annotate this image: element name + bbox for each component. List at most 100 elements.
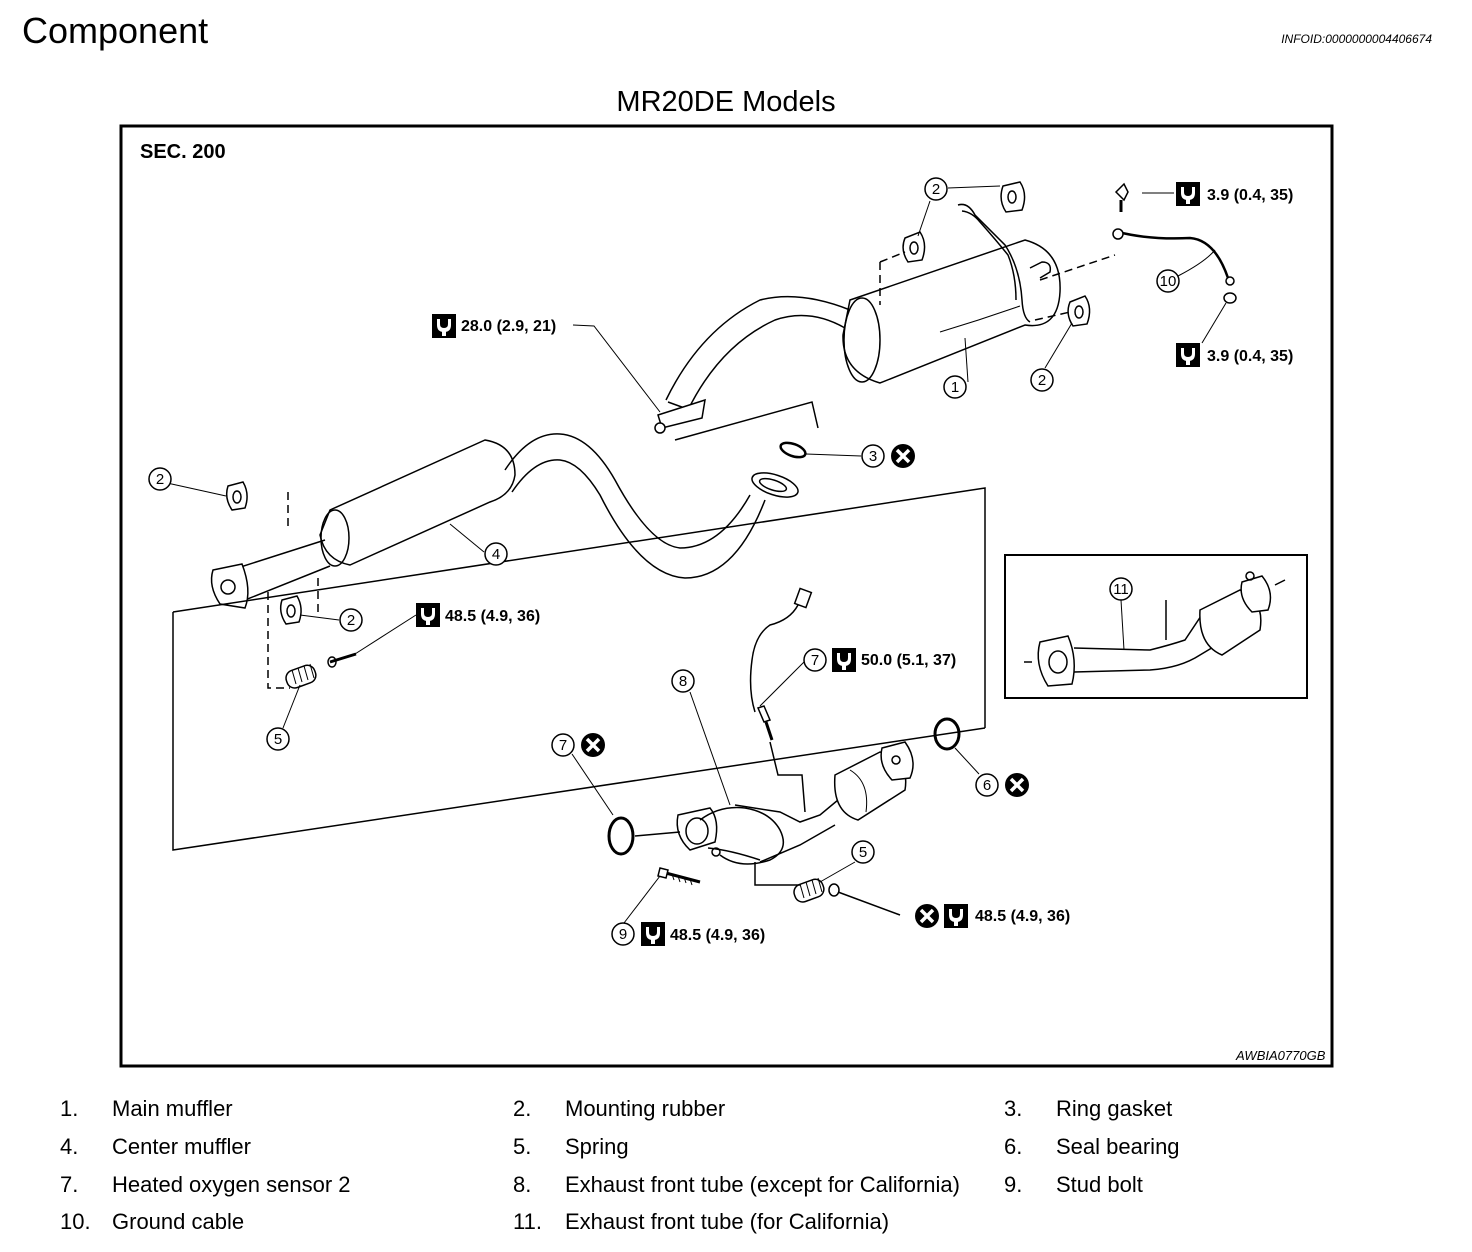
callout-5-right-num: 5 (859, 844, 867, 861)
callout-2-right-num: 2 (1038, 372, 1046, 389)
legend-num: 3. (1004, 1096, 1023, 1121)
do-not-reuse-icon (1003, 771, 1031, 799)
mounting-rubber-left-top (225, 481, 248, 511)
callout-1-num: 1 (951, 379, 959, 396)
callout-4 (484, 542, 508, 566)
legend-label: Stud bolt (1056, 1172, 1143, 1197)
do-not-reuse-icon (579, 731, 607, 759)
torque-label: 48.5 (4.9, 36) (975, 908, 1070, 925)
ground-cable (1112, 182, 1237, 304)
callout-9 (611, 922, 635, 946)
callout-6-num: 6 (983, 777, 991, 794)
main-muffler (842, 239, 1061, 384)
legend-label: Main muffler (112, 1096, 233, 1121)
legend-num: 1. (60, 1096, 79, 1121)
hanger-rod (957, 203, 1031, 323)
legend-label: Ring gasket (1056, 1096, 1173, 1121)
callout-10-num: 10 (1160, 273, 1177, 290)
section-label: SEC. 200 (140, 141, 226, 163)
torque-wrench-icon (432, 314, 456, 338)
callout-2-bottom (339, 608, 363, 632)
callout-7-upper (803, 648, 827, 672)
legend-num: 11. (513, 1209, 542, 1234)
callout-8 (671, 669, 695, 693)
callout-7-lower (551, 733, 575, 757)
torque-label: 48.5 (4.9, 36) (670, 927, 765, 944)
do-not-reuse-icon (889, 442, 917, 470)
diagram-frame (119, 124, 1334, 1068)
mounting-rubber-top (1000, 181, 1026, 213)
legend-label: Seal bearing (1056, 1134, 1180, 1159)
torque-label: 48.5 (4.9, 36) (445, 608, 540, 625)
main-muffler-pipe (654, 295, 851, 434)
center-muffler (210, 433, 799, 609)
callout-6 (975, 773, 999, 797)
legend-num: 6. (1004, 1134, 1023, 1159)
exhaust-front-tube (676, 741, 914, 886)
mounting-rubber-right (1067, 295, 1091, 327)
do-not-reuse-icons (579, 442, 1031, 930)
callout-3-num: 3 (869, 448, 877, 465)
legend-label: Exhaust front tube (except for Californi… (565, 1172, 960, 1197)
stud-bolt (657, 867, 701, 886)
legend-label: Heated oxygen sensor 2 (112, 1172, 351, 1197)
page-title: Component (22, 10, 209, 51)
callout-11-num: 11 (1113, 581, 1129, 598)
spring-left (285, 652, 357, 689)
legend-num: 4. (60, 1134, 79, 1159)
california-inset (1004, 554, 1308, 699)
figure-code: AWBIA0770GB (1235, 1048, 1326, 1063)
torque-label: 3.9 (0.4, 35) (1207, 348, 1293, 365)
torque-wrench-icon (641, 922, 665, 946)
heated-oxygen-sensor (749, 587, 813, 813)
torque-wrench-icon (1176, 182, 1200, 206)
callout-3 (861, 444, 885, 468)
mounting-rubber-left-bottom (279, 595, 302, 625)
info-id: INFOID:0000000004406674 (1281, 32, 1432, 46)
legend-num: 7. (60, 1172, 79, 1197)
exhaust-system-diagram: SEC. 200 AWBIA0770GB (119, 124, 1334, 1068)
callout-2-bottom-num: 2 (347, 612, 355, 629)
callout-9-num: 9 (619, 926, 627, 943)
callout-5-right (851, 840, 875, 864)
mounting-rubber-mid (902, 231, 926, 263)
spring-right (793, 877, 840, 903)
legend-num: 8. (513, 1172, 532, 1197)
callout-5-left-num: 5 (274, 731, 282, 748)
diagram-title: MR20DE Models (616, 86, 836, 118)
callout-11 (1109, 577, 1133, 601)
legend-num: 9. (1004, 1172, 1023, 1197)
torque-wrench-icon (944, 904, 968, 928)
torque-wrench-icon (416, 603, 440, 627)
legend-label: Exhaust front tube (for California) (565, 1209, 890, 1234)
legend-label: Spring (565, 1134, 629, 1159)
callout-2-top (924, 177, 948, 201)
oxygen-sensor-gasket (607, 816, 635, 856)
callout-8-num: 8 (679, 673, 687, 690)
do-not-reuse-icon (913, 902, 941, 930)
callout-2-left (148, 467, 172, 491)
callout-5-left (266, 727, 290, 751)
callout-2-right (1030, 368, 1054, 392)
legend-num: 10. (60, 1209, 91, 1234)
torque-label: 3.9 (0.4, 35) (1207, 187, 1293, 204)
legend-label: Ground cable (112, 1209, 245, 1234)
torque-label: 28.0 (2.9, 21) (461, 318, 556, 335)
callouts (148, 177, 1180, 946)
callout-2-top-num: 2 (932, 181, 940, 198)
torque-wrench-icon (832, 648, 856, 672)
legend-num: 2. (513, 1096, 532, 1121)
legend-label: Center muffler (112, 1134, 251, 1159)
legend-label: Mounting rubber (565, 1096, 726, 1121)
callout-2-left-num: 2 (156, 471, 164, 488)
torque-wrench-icon (1176, 343, 1200, 367)
callout-7-lower-num: 7 (559, 737, 567, 754)
callout-10 (1156, 269, 1180, 293)
callout-1 (943, 375, 967, 399)
torque-label: 50.0 (5.1, 37) (861, 652, 956, 669)
callout-4-num: 4 (492, 546, 500, 563)
legend-num: 5. (513, 1134, 532, 1159)
seal-bearing (933, 717, 961, 751)
callout-7-upper-num: 7 (811, 652, 819, 669)
ring-gasket (779, 441, 807, 459)
